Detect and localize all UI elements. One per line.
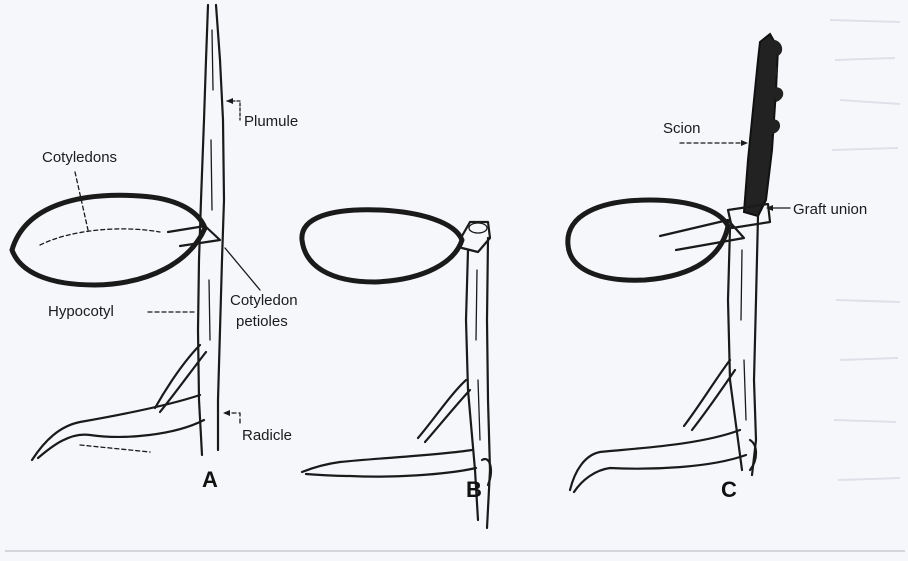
radicle-label: Radicle xyxy=(242,427,292,444)
cotyledon-petioles-label-line2: petioles xyxy=(236,313,288,330)
plumule-label: Plumule xyxy=(244,113,298,130)
panel-letter-c: C xyxy=(721,477,737,502)
hypocotyl-label: Hypocotyl xyxy=(48,303,114,320)
panel-letter-a: A xyxy=(202,467,218,492)
graft-union-label: Graft union xyxy=(793,201,867,218)
cotyledon-petioles-label-line1: Cotyledon xyxy=(230,292,298,309)
scion-label: Scion xyxy=(663,120,701,137)
cotyledons-label: Cotyledons xyxy=(42,149,117,166)
panel-letter-b: B xyxy=(466,477,482,502)
